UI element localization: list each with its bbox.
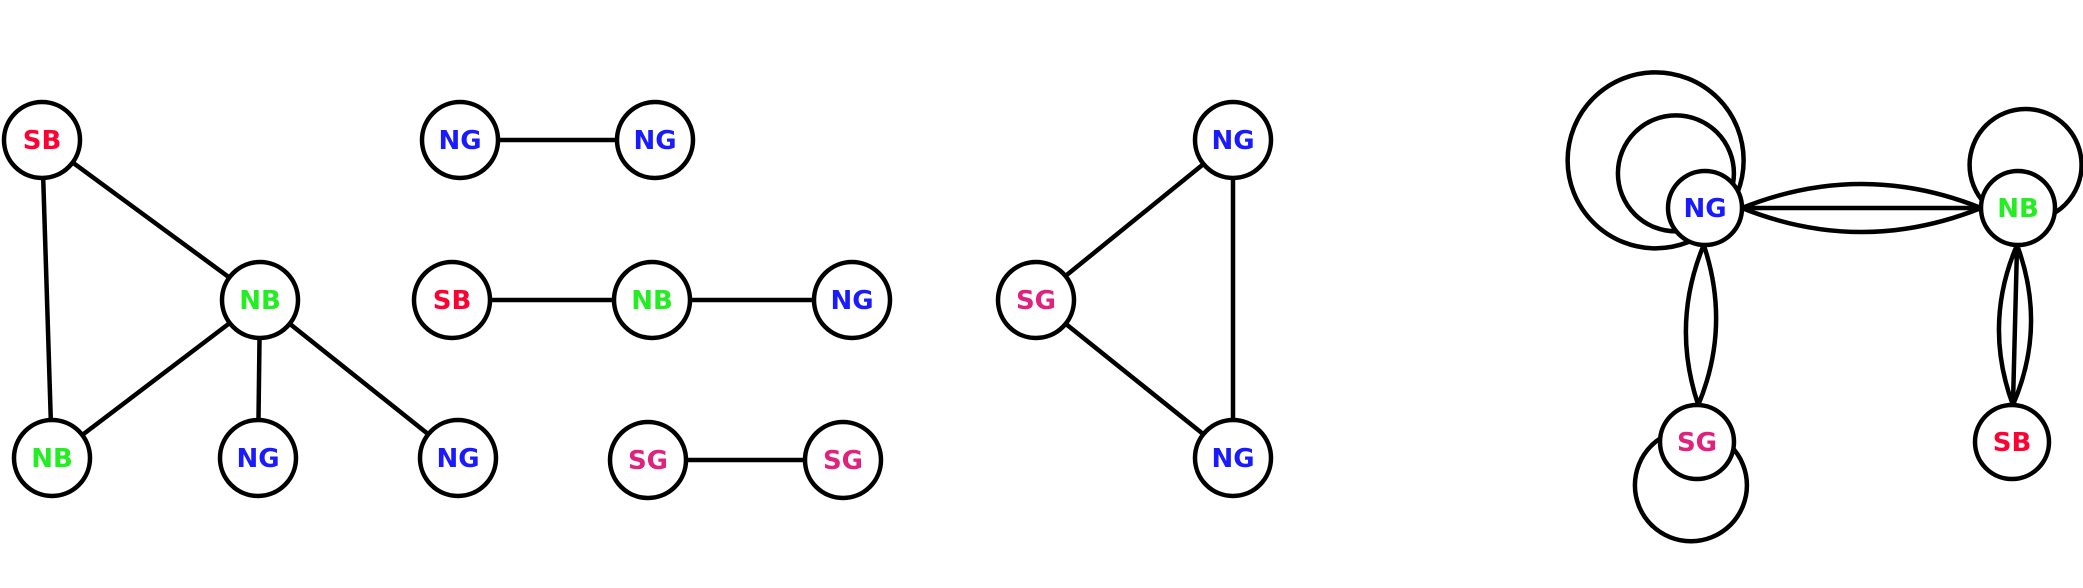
node-circle[interactable] bbox=[607, 419, 689, 501]
node-label: SG bbox=[1016, 286, 1056, 316]
node-circle[interactable] bbox=[219, 259, 301, 341]
node-label: NG bbox=[436, 444, 479, 474]
edge-SB-NB[interactable] bbox=[70, 160, 232, 280]
node-circle[interactable] bbox=[1972, 402, 2052, 482]
node-label: NG bbox=[438, 126, 481, 156]
tree-cluster-nodes: SB NB NB NG NG bbox=[1, 99, 499, 499]
edge-NG-SG[interactable] bbox=[1696, 242, 1719, 408]
node-label: NB bbox=[631, 286, 673, 316]
node-NB[interactable]: NB bbox=[611, 259, 693, 341]
node-circle[interactable] bbox=[995, 259, 1077, 341]
node-SB[interactable]: SB bbox=[411, 259, 493, 341]
edge-NG-SG[interactable] bbox=[1683, 242, 1706, 408]
edge-NB-SB[interactable] bbox=[2010, 242, 2020, 408]
node-circle[interactable] bbox=[1978, 168, 2058, 248]
node-label: SB bbox=[23, 126, 62, 156]
node-label: NG bbox=[1211, 126, 1254, 156]
triangle-cluster-edges bbox=[1063, 161, 1236, 437]
node-NG[interactable]: NG bbox=[419, 99, 501, 181]
node-SG[interactable]: SG bbox=[607, 419, 689, 501]
node-label: NB bbox=[239, 286, 281, 316]
node-circle[interactable] bbox=[11, 417, 93, 499]
edge-NG-NB[interactable] bbox=[1739, 205, 1984, 235]
node-label: NG bbox=[633, 126, 676, 156]
node-circle[interactable] bbox=[1, 99, 83, 181]
edge-SB-NB[interactable] bbox=[40, 175, 54, 423]
multigraph-cluster-edges bbox=[1565, 70, 2083, 544]
node-SG[interactable]: SG bbox=[1657, 402, 1737, 482]
node-label: SG bbox=[1677, 428, 1717, 458]
node-SB[interactable]: SB bbox=[1972, 402, 2052, 482]
node-label: SB bbox=[1993, 428, 2032, 458]
node-label: NG bbox=[1683, 194, 1726, 224]
node-NG[interactable]: NG bbox=[1665, 168, 1745, 248]
edge-NB-NB[interactable] bbox=[80, 320, 232, 438]
edge-NB-SB[interactable] bbox=[2010, 242, 2034, 408]
edge-NB-NG[interactable] bbox=[256, 335, 262, 423]
node-circle[interactable] bbox=[411, 259, 493, 341]
node-NB[interactable]: NB bbox=[11, 417, 93, 499]
self-loop-NG[interactable] bbox=[1615, 113, 1737, 234]
node-label: SB bbox=[433, 286, 472, 316]
node-NG[interactable]: NG bbox=[217, 417, 299, 499]
edge-NB-SB[interactable] bbox=[1996, 242, 2020, 408]
node-SG[interactable]: SG bbox=[802, 419, 884, 501]
chains-cluster-edges bbox=[487, 137, 817, 463]
tree-cluster-edges bbox=[40, 160, 431, 438]
node-circle[interactable] bbox=[217, 417, 299, 499]
node-circle[interactable] bbox=[802, 419, 884, 501]
node-NG[interactable]: NG bbox=[1192, 417, 1274, 499]
node-circle[interactable] bbox=[1657, 402, 1737, 482]
edge-NB-NG[interactable] bbox=[287, 321, 431, 437]
node-circle[interactable] bbox=[1192, 417, 1274, 499]
node-label: NG bbox=[236, 444, 279, 474]
multigraph-cluster-nodes: NG NB SG SB bbox=[1657, 168, 2058, 482]
node-circle[interactable] bbox=[419, 99, 501, 181]
node-circle[interactable] bbox=[614, 99, 696, 181]
node-NB[interactable]: NB bbox=[219, 259, 301, 341]
node-label: SG bbox=[823, 446, 863, 476]
node-circle[interactable] bbox=[611, 259, 693, 341]
node-label: NB bbox=[1997, 194, 2039, 224]
chains-cluster-nodes: NG NG SB NB NG SG SG bbox=[411, 99, 893, 501]
node-circle[interactable] bbox=[1192, 99, 1274, 181]
node-label: SG bbox=[628, 446, 668, 476]
node-NG[interactable]: NG bbox=[417, 417, 499, 499]
node-SG[interactable]: SG bbox=[995, 259, 1077, 341]
node-NG[interactable]: NG bbox=[1192, 99, 1274, 181]
edge-SG-NG[interactable] bbox=[1063, 321, 1206, 437]
node-NG[interactable]: NG bbox=[811, 259, 893, 341]
edge-NG-SG[interactable] bbox=[1063, 161, 1206, 279]
node-circle[interactable] bbox=[417, 417, 499, 499]
node-circle[interactable] bbox=[811, 259, 893, 341]
node-circle[interactable] bbox=[1665, 168, 1745, 248]
triangle-cluster-nodes: NG SG NG bbox=[995, 99, 1274, 499]
node-SB[interactable]: SB bbox=[1, 99, 83, 181]
node-NG[interactable]: NG bbox=[614, 99, 696, 181]
node-label: NG bbox=[830, 286, 873, 316]
edges-group bbox=[40, 70, 2083, 544]
node-label: NB bbox=[31, 444, 73, 474]
nodes-group: SB NB NB NG NG NG NG SB NB NG SG SG NG SG NG NG NB SG SB bbox=[1, 99, 2058, 501]
node-NB[interactable]: NB bbox=[1978, 168, 2058, 248]
node-label: NG bbox=[1211, 444, 1254, 474]
self-loop-NG[interactable] bbox=[1565, 70, 1746, 251]
edge-NG-NB[interactable] bbox=[1739, 181, 1984, 211]
